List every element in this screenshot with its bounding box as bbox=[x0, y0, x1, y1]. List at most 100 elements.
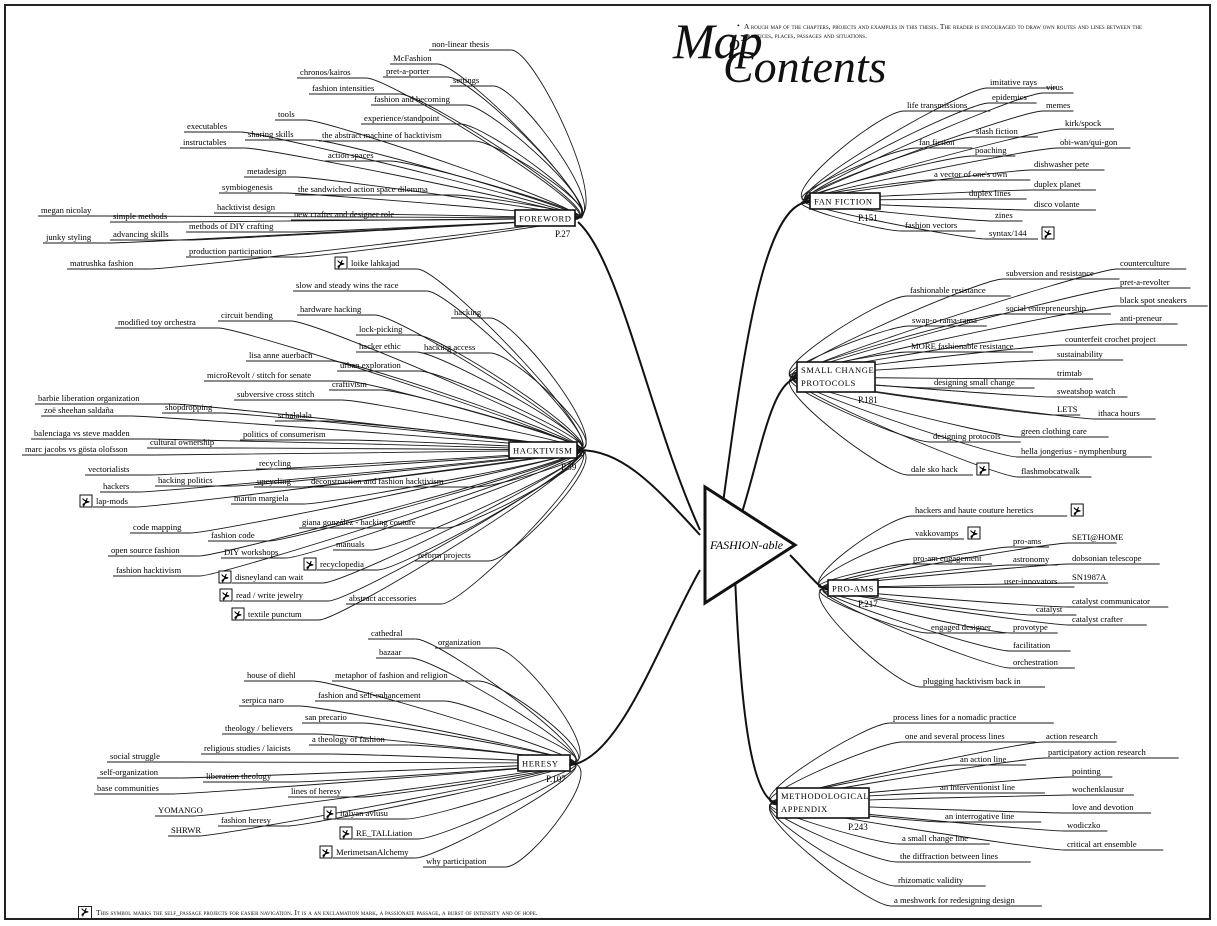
topic-label[interactable]: catalyst communicator bbox=[1072, 596, 1150, 606]
topic-label[interactable]: barbie liberation organization bbox=[38, 393, 140, 403]
topic-label[interactable]: pro-am engagement bbox=[913, 553, 982, 563]
topic-label[interactable]: poaching bbox=[975, 145, 1007, 155]
topic-label[interactable]: dale sko hack bbox=[911, 464, 958, 474]
topic-label[interactable]: slow and steady wins the race bbox=[296, 280, 399, 290]
topic-label[interactable]: MerimetsanAlchemy bbox=[336, 847, 409, 857]
topic-label[interactable]: advancing skills bbox=[113, 229, 169, 239]
topic-label[interactable]: a theology of fashion bbox=[312, 734, 385, 744]
topic-label[interactable]: one and several process lines bbox=[905, 731, 1005, 741]
topic-label[interactable]: fashion code bbox=[211, 530, 255, 540]
topic-label[interactable]: disco volante bbox=[1034, 199, 1080, 209]
topic-label[interactable]: matrushka fashion bbox=[70, 258, 134, 268]
topic-label[interactable]: hacking politics bbox=[158, 475, 213, 485]
topic-label[interactable]: sustainability bbox=[1057, 349, 1104, 359]
topic-label[interactable]: san precario bbox=[305, 712, 347, 722]
topic-label[interactable]: catalyst crafter bbox=[1072, 614, 1123, 624]
topic-label[interactable]: abstract accessories bbox=[349, 593, 417, 603]
topic-label[interactable]: italyan avlusu bbox=[340, 808, 389, 818]
topic-label[interactable]: lines of heresy bbox=[291, 786, 342, 796]
topic-label[interactable]: experience/standpoint bbox=[364, 113, 440, 123]
topic-label[interactable]: textile punctum bbox=[248, 609, 302, 619]
topic-label[interactable]: craftivism bbox=[332, 379, 367, 389]
topic-label[interactable]: balenciaga vs steve madden bbox=[34, 428, 130, 438]
topic-label[interactable]: fashion heresy bbox=[221, 815, 272, 825]
topic-label[interactable]: tools bbox=[278, 109, 295, 119]
topic-label[interactable]: action research bbox=[1046, 731, 1098, 741]
topic-label[interactable]: giana gonzález - hacking couture bbox=[302, 517, 416, 527]
topic-label[interactable]: a small change line bbox=[902, 833, 968, 843]
topic-label[interactable]: an interrogative line bbox=[945, 811, 1014, 821]
topic-label[interactable]: process lines for a nomadic practice bbox=[893, 712, 1017, 722]
topic-label[interactable]: martin margiela bbox=[234, 493, 289, 503]
topic-label[interactable]: serpica naro bbox=[242, 695, 284, 705]
topic-label[interactable]: kirk/spock bbox=[1065, 118, 1102, 128]
topic-label[interactable]: duplex planet bbox=[1034, 179, 1081, 189]
topic-label[interactable]: vakkovamps bbox=[915, 528, 959, 538]
topic-label[interactable]: shopdropping bbox=[165, 402, 213, 412]
topic-label[interactable]: cultural ownership bbox=[150, 437, 214, 447]
topic-label[interactable]: fashionable resistance bbox=[910, 285, 986, 295]
topic-label[interactable]: manuals bbox=[336, 539, 365, 549]
topic-label[interactable]: hella jongerius - nymphenburg bbox=[1021, 446, 1127, 456]
topic-label[interactable]: bazaar bbox=[379, 647, 402, 657]
topic-label[interactable]: zines bbox=[995, 210, 1013, 220]
topic-label[interactable]: megan nicolay bbox=[41, 205, 92, 215]
topic-label[interactable]: sweatshop watch bbox=[1057, 386, 1116, 396]
topic-label[interactable]: ithaca hours bbox=[1098, 408, 1140, 418]
topic-label[interactable]: SN1987A bbox=[1072, 572, 1107, 582]
topic-label[interactable]: theology / believers bbox=[225, 723, 293, 733]
topic-label[interactable]: sharing skills bbox=[248, 129, 294, 139]
topic-label[interactable]: executables bbox=[187, 121, 228, 131]
topic-label[interactable]: urban exploration bbox=[340, 360, 402, 370]
topic-label[interactable]: MORE fashionable resistance bbox=[911, 341, 1014, 351]
topic-label[interactable]: wochenklausur bbox=[1072, 784, 1124, 794]
topic-label[interactable]: religious studies / laicists bbox=[204, 743, 291, 753]
topic-label[interactable]: user-innovators bbox=[1004, 576, 1058, 586]
topic-label[interactable]: house of diehl bbox=[247, 670, 296, 680]
topic-label[interactable]: the abstract machine of hacktivism bbox=[322, 130, 442, 140]
topic-label[interactable]: hardware hacking bbox=[300, 304, 362, 314]
topic-label[interactable]: methods of DIY crafting bbox=[189, 221, 274, 231]
topic-label[interactable]: hacking bbox=[454, 307, 482, 317]
topic-label[interactable]: pointing bbox=[1072, 766, 1101, 776]
topic-label[interactable]: subversion and resistance bbox=[1006, 268, 1094, 278]
topic-label[interactable]: black spot sneakers bbox=[1120, 295, 1187, 305]
topic-label[interactable]: counterfeit crochet project bbox=[1065, 334, 1156, 344]
topic-label[interactable]: the diffraction between lines bbox=[900, 851, 999, 861]
topic-label[interactable]: social struggle bbox=[110, 751, 160, 761]
topic-label[interactable]: an interventionist line bbox=[940, 782, 1015, 792]
topic-label[interactable]: engaged designer bbox=[931, 622, 991, 632]
topic-label[interactable]: hackers and haute couture heretics bbox=[915, 505, 1034, 515]
topic-label[interactable]: imitative rays bbox=[990, 77, 1038, 87]
topic-label[interactable]: base communities bbox=[97, 783, 159, 793]
topic-label[interactable]: designing small change bbox=[934, 377, 1015, 387]
topic-label[interactable]: an action line bbox=[960, 754, 1006, 764]
topic-label[interactable]: fashion vectors bbox=[905, 220, 958, 230]
topic-label[interactable]: open source fashion bbox=[111, 545, 180, 555]
topic-label[interactable]: lock-picking bbox=[359, 324, 403, 334]
topic-label[interactable]: recycling bbox=[259, 458, 292, 468]
topic-label[interactable]: instructables bbox=[183, 137, 227, 147]
topic-label[interactable]: politics of consumerism bbox=[243, 429, 326, 439]
topic-label[interactable]: SETI@HOME bbox=[1072, 532, 1123, 542]
topic-label[interactable]: a vector of one's own bbox=[934, 169, 1008, 179]
topic-label[interactable]: reform projects bbox=[418, 550, 471, 560]
topic-label[interactable]: obi-wan/qui-gon bbox=[1060, 137, 1118, 147]
topic-label[interactable]: SHRWR bbox=[171, 825, 201, 835]
topic-label[interactable]: recyclopedia bbox=[320, 559, 364, 569]
topic-label[interactable]: deconstruction and fashion hacktivism bbox=[311, 476, 444, 486]
center-node[interactable]: FASHION-able bbox=[703, 484, 798, 606]
topic-label[interactable]: fashion hacktivism bbox=[116, 565, 181, 575]
topic-label[interactable]: marc jacobs vs gösta olofsson bbox=[25, 444, 128, 454]
topic-label[interactable]: wodiczko bbox=[1067, 820, 1100, 830]
topic-label[interactable]: symbiogenesis bbox=[222, 182, 273, 192]
topic-label[interactable]: upcycling bbox=[257, 476, 292, 486]
topic-label[interactable]: McFashion bbox=[393, 53, 432, 63]
topic-label[interactable]: trimtab bbox=[1057, 368, 1082, 378]
topic-label[interactable]: slash fiction bbox=[976, 126, 1018, 136]
topic-label[interactable]: hacktivist design bbox=[217, 202, 276, 212]
